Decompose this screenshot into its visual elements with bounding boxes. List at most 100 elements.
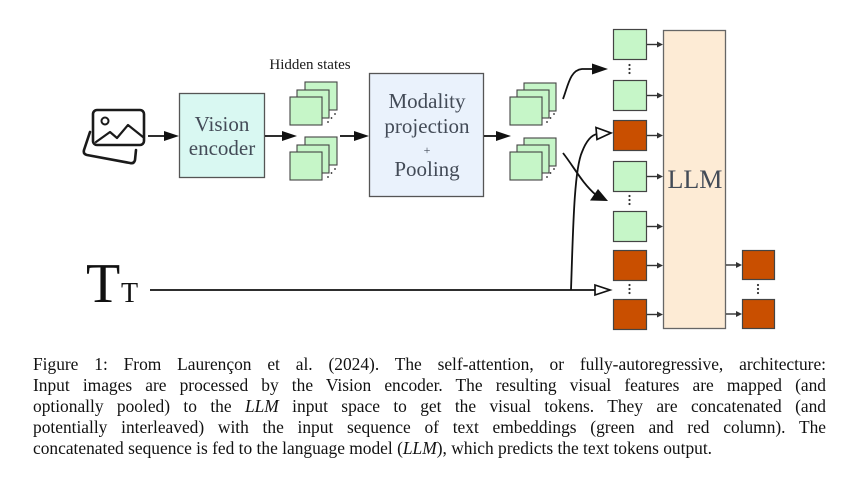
caption-text: ), which predicts the text tokens output…: [436, 438, 713, 458]
output-text-token: [726, 249, 776, 281]
hidden-state-stack: [289, 81, 338, 126]
caption-text: Figure 1: From Laurençon et al. (2024). …: [33, 354, 826, 374]
caption-text: concatenated sequence is fed to the lang…: [33, 438, 403, 458]
ellipsis-dot: [628, 283, 631, 287]
llm-label: LLM: [668, 165, 723, 194]
vertical-ellipsis: [628, 194, 631, 206]
token-to-llm-arrow: [647, 173, 663, 180]
hidden-states-label: Hidden states: [269, 57, 350, 73]
caption-line: concatenated sequence is fed to the lang…: [33, 438, 826, 459]
sun-icon: [100, 116, 110, 126]
ellipsis-dot: [756, 291, 760, 295]
output-token-column: [726, 249, 776, 330]
mountain-icon: [94, 123, 145, 144]
arrow-head: [736, 262, 742, 268]
ellipsis-dot: [628, 71, 631, 75]
arrow-head: [657, 41, 663, 48]
arrow-head: [657, 223, 663, 230]
visual-token-box: [612, 210, 648, 243]
arrow-head: [736, 311, 742, 317]
ellipsis-dot: [628, 287, 631, 291]
text-token: [612, 119, 663, 152]
visual-token: [612, 210, 663, 243]
modality-label-line1: Modality: [389, 89, 466, 113]
visual-token-box: [612, 79, 648, 112]
text-input-symbol-sub: T: [121, 278, 138, 309]
visual-token-stack: [509, 137, 557, 181]
llm-box: [662, 29, 727, 330]
vertical-ellipsis: [628, 283, 631, 295]
caption-text: optionally pooled) to the: [33, 396, 245, 416]
caption-math-llm: LLM: [402, 438, 437, 458]
arrow-head: [657, 311, 663, 318]
vertical-ellipsis: [756, 283, 760, 295]
ellipsis-dot: [628, 291, 631, 295]
ellipsis-dot: [628, 63, 631, 67]
text-token-box: [612, 298, 648, 331]
arrow-hidden-states-to-modality: [340, 131, 369, 141]
caption-line: Figure 1: From Laurençon et al. (2024). …: [33, 354, 826, 375]
arrow-head: [657, 132, 663, 139]
output-text-token-box: [741, 298, 776, 330]
arrow-head: [657, 92, 663, 99]
text-input-symbol: T: [86, 253, 120, 315]
modality-label-line4: Pooling: [394, 157, 460, 181]
vision-encoder-label-line1: Vision: [195, 112, 250, 136]
vision-encoder-block: Vision encoder: [178, 92, 266, 179]
architecture-diagram: Vision encoder Hidden states Modality pr…: [82, 28, 776, 331]
llm-to-token-arrow: [726, 311, 742, 317]
text-token: [612, 298, 663, 331]
arrow-head: [657, 262, 663, 269]
caption-math-llm: LLM: [244, 396, 279, 416]
visual-token: [612, 28, 663, 61]
modality-projection-block: Modality projection + Pooling: [368, 72, 485, 198]
visual-token-box: [612, 28, 648, 61]
curve-arrow-visual-to-middle: [562, 152, 608, 201]
vertical-ellipsis: [628, 63, 631, 75]
caption-line: Input images are processed by the Vision…: [33, 375, 826, 396]
ellipsis-dot: [628, 194, 631, 198]
visual-token-box: [612, 160, 648, 193]
caption-text: potentially interleaved) with the input …: [33, 417, 826, 437]
vision-encoder-label-line2: encoder: [189, 136, 255, 160]
arrow-text-to-text-tokens: [150, 283, 613, 297]
ellipsis-dot: [628, 198, 631, 202]
visual-token: [612, 79, 663, 112]
hidden-state-stack: [289, 136, 338, 181]
ellipsis-dot: [756, 283, 760, 287]
curve-arrow-visual-to-top: [562, 63, 608, 100]
caption-line: potentially interleaved) with the input …: [33, 417, 826, 438]
token-to-llm-arrow: [647, 223, 663, 230]
caption-line: optionally pooled) to the LLM input spac…: [33, 396, 826, 417]
text-token-box: [612, 119, 648, 152]
token-to-llm-arrow: [647, 132, 663, 139]
image-stack-icon: [82, 108, 146, 165]
back-photo-frame: [82, 130, 138, 165]
token-to-llm-arrow: [647, 41, 663, 48]
input-token-column: [612, 28, 663, 331]
modality-label-plus: +: [424, 143, 431, 157]
caption-text: input space to get the visual tokens. Th…: [278, 396, 826, 416]
figure-caption: Figure 1: From Laurençon et al. (2024). …: [33, 354, 826, 459]
output-text-token-box: [741, 249, 776, 281]
curve-arrow-text-to-interleaved-token: [570, 126, 614, 291]
token-to-llm-arrow: [647, 262, 663, 269]
llm-block: LLM: [662, 29, 727, 330]
arrow-modality-to-visual-tokens: [484, 131, 511, 141]
visual-token-stack: [509, 82, 557, 126]
arrow-encoder-to-hidden-states: [265, 131, 297, 141]
llm-to-token-arrow: [726, 262, 742, 268]
vision-encoder-box: [178, 92, 266, 179]
visual-token: [612, 160, 663, 193]
ellipsis-dot: [628, 202, 631, 206]
token-to-llm-arrow: [647, 311, 663, 318]
caption-text: Input images are processed by the Vision…: [33, 375, 826, 395]
arrow-image-to-encoder: [148, 131, 179, 141]
arrow-head: [657, 173, 663, 180]
modality-label-line2: projection: [384, 114, 470, 138]
text-token: [612, 249, 663, 282]
modality-projection-box: [368, 72, 485, 198]
text-token-box: [612, 249, 648, 282]
ellipsis-dot: [756, 287, 760, 291]
output-text-token: [726, 298, 776, 330]
